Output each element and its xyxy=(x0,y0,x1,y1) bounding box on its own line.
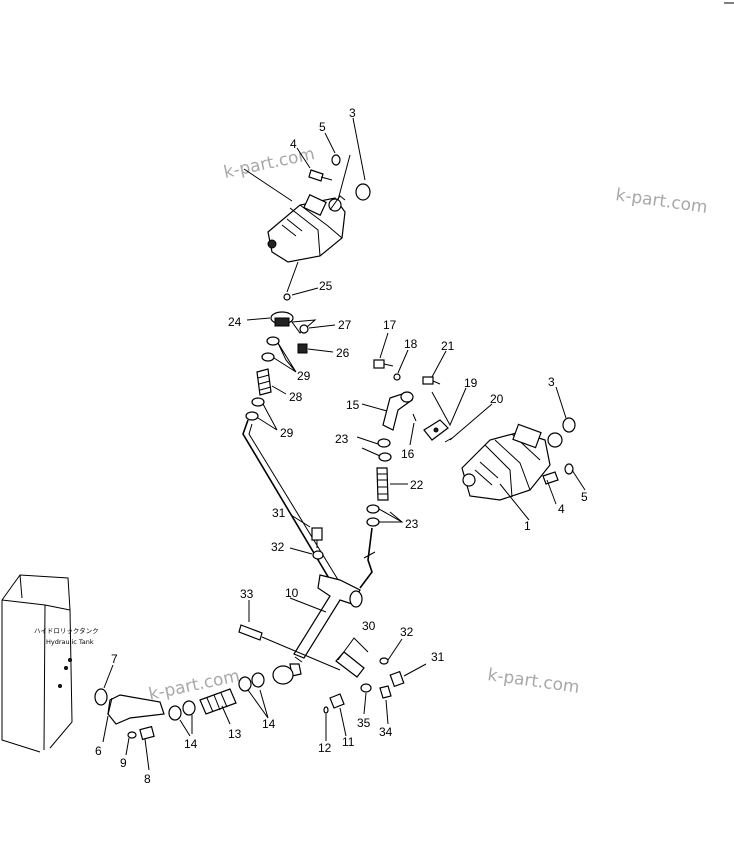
nut-34 xyxy=(379,685,392,699)
label-26: 26 xyxy=(336,346,350,360)
bolt-21 xyxy=(422,350,447,385)
bolt-31-upper xyxy=(290,514,323,548)
label-13: 13 xyxy=(228,727,242,741)
label-20: 20 xyxy=(490,392,504,406)
o-ring-12 xyxy=(323,706,329,714)
watermarks: k-part.com k-part.com k-part.com k-part.… xyxy=(147,144,709,705)
hydraulic-tank: ハイドロリックタンク Hydraulic Tank xyxy=(1,574,99,753)
label-3-top: 3 xyxy=(349,106,356,120)
label-19: 19 xyxy=(464,376,478,390)
hose-13 xyxy=(199,688,237,725)
label-30: 30 xyxy=(362,619,376,633)
bolt-17 xyxy=(373,332,394,369)
tank-connector-6 xyxy=(102,694,165,743)
hose-22 xyxy=(376,467,408,501)
top-pump-assembly xyxy=(243,117,371,293)
tank-label-en: Hydraulic Tank xyxy=(46,638,94,646)
flange-19 xyxy=(423,387,467,441)
right-pump-assembly xyxy=(461,386,586,521)
bolt-31-right xyxy=(389,663,427,688)
label-35: 35 xyxy=(357,716,371,730)
label-1: 1 xyxy=(524,519,531,533)
watermark-bottom-right: k-part.com xyxy=(486,665,580,698)
label-7: 7 xyxy=(111,652,118,666)
washer-5-right xyxy=(564,463,574,475)
label-32-right: 32 xyxy=(400,625,414,639)
label-4-right: 4 xyxy=(558,502,565,516)
clamp-band-33 xyxy=(238,600,341,671)
label-32-upper: 32 xyxy=(271,540,285,554)
hose-fitting xyxy=(272,663,302,685)
label-25: 25 xyxy=(319,279,333,293)
o-ring-18 xyxy=(393,373,401,381)
label-24: 24 xyxy=(228,315,242,329)
washer-32-right xyxy=(379,657,389,665)
plug-11 xyxy=(329,693,345,709)
bolt-8 xyxy=(139,725,155,771)
elbow-15 xyxy=(361,391,414,431)
label-16: 16 xyxy=(401,447,415,461)
label-23-lower: 23 xyxy=(405,517,419,531)
label-9: 9 xyxy=(120,756,127,770)
clamp-29-upper xyxy=(261,336,297,373)
label-3-right: 3 xyxy=(548,375,555,389)
label-18: 18 xyxy=(404,337,418,351)
washer-27 xyxy=(299,324,309,334)
label-15: 15 xyxy=(346,398,360,412)
o-ring-3-right xyxy=(562,417,576,433)
bolt-26 xyxy=(297,343,308,354)
label-11: 11 xyxy=(342,735,355,749)
label-31-right: 31 xyxy=(431,650,445,664)
o-ring-25 xyxy=(283,293,291,301)
label-22: 22 xyxy=(410,478,424,492)
pipe-10 xyxy=(289,574,363,663)
label-4-top: 4 xyxy=(290,137,297,151)
label-29-lower: 29 xyxy=(280,426,294,440)
washer-5-top xyxy=(331,154,341,166)
label-34: 34 xyxy=(379,725,393,739)
o-ring-3-top xyxy=(355,183,371,201)
clamp-23-lower xyxy=(366,504,404,527)
clamp-14-right xyxy=(238,672,269,719)
bolt-4-top xyxy=(308,169,324,182)
label-5-top: 5 xyxy=(319,120,326,134)
label-8: 8 xyxy=(144,772,151,786)
bracket-30 xyxy=(335,637,369,678)
label-6: 6 xyxy=(95,744,102,758)
clamp-23-upper xyxy=(356,436,392,462)
washer-32-upper xyxy=(312,550,324,560)
tank-label-jp: ハイドロリックタンク xyxy=(34,626,99,635)
label-10: 10 xyxy=(285,586,299,600)
label-27: 27 xyxy=(338,318,352,332)
label-28: 28 xyxy=(289,390,303,404)
label-5-right: 5 xyxy=(581,490,588,504)
label-33: 33 xyxy=(240,587,254,601)
washer-9 xyxy=(127,731,137,739)
suction-pipe-right xyxy=(359,527,373,589)
clamp-29-lower xyxy=(245,397,278,431)
part-numbers: 3 5 4 25 24 27 26 29 28 29 17 18 21 19 2… xyxy=(95,106,588,786)
label-29-upper: 29 xyxy=(297,369,311,383)
watermark-top-left: k-part.com xyxy=(222,144,317,183)
label-21: 21 xyxy=(441,339,455,353)
watermark-top-right: k-part.com xyxy=(614,185,708,218)
label-31-upper: 31 xyxy=(272,506,286,520)
o-ring-7 xyxy=(94,688,108,706)
label-12: 12 xyxy=(318,741,332,755)
label-14-right: 14 xyxy=(262,717,276,731)
label-14-left: 14 xyxy=(184,737,198,751)
clamp-14-left xyxy=(168,700,196,737)
label-23-upper: 23 xyxy=(335,432,349,446)
gasket-16 xyxy=(412,413,417,422)
bolt-4-right xyxy=(542,471,559,485)
hose-28 xyxy=(256,368,287,396)
label-17: 17 xyxy=(383,318,397,332)
washer-35 xyxy=(360,683,372,693)
